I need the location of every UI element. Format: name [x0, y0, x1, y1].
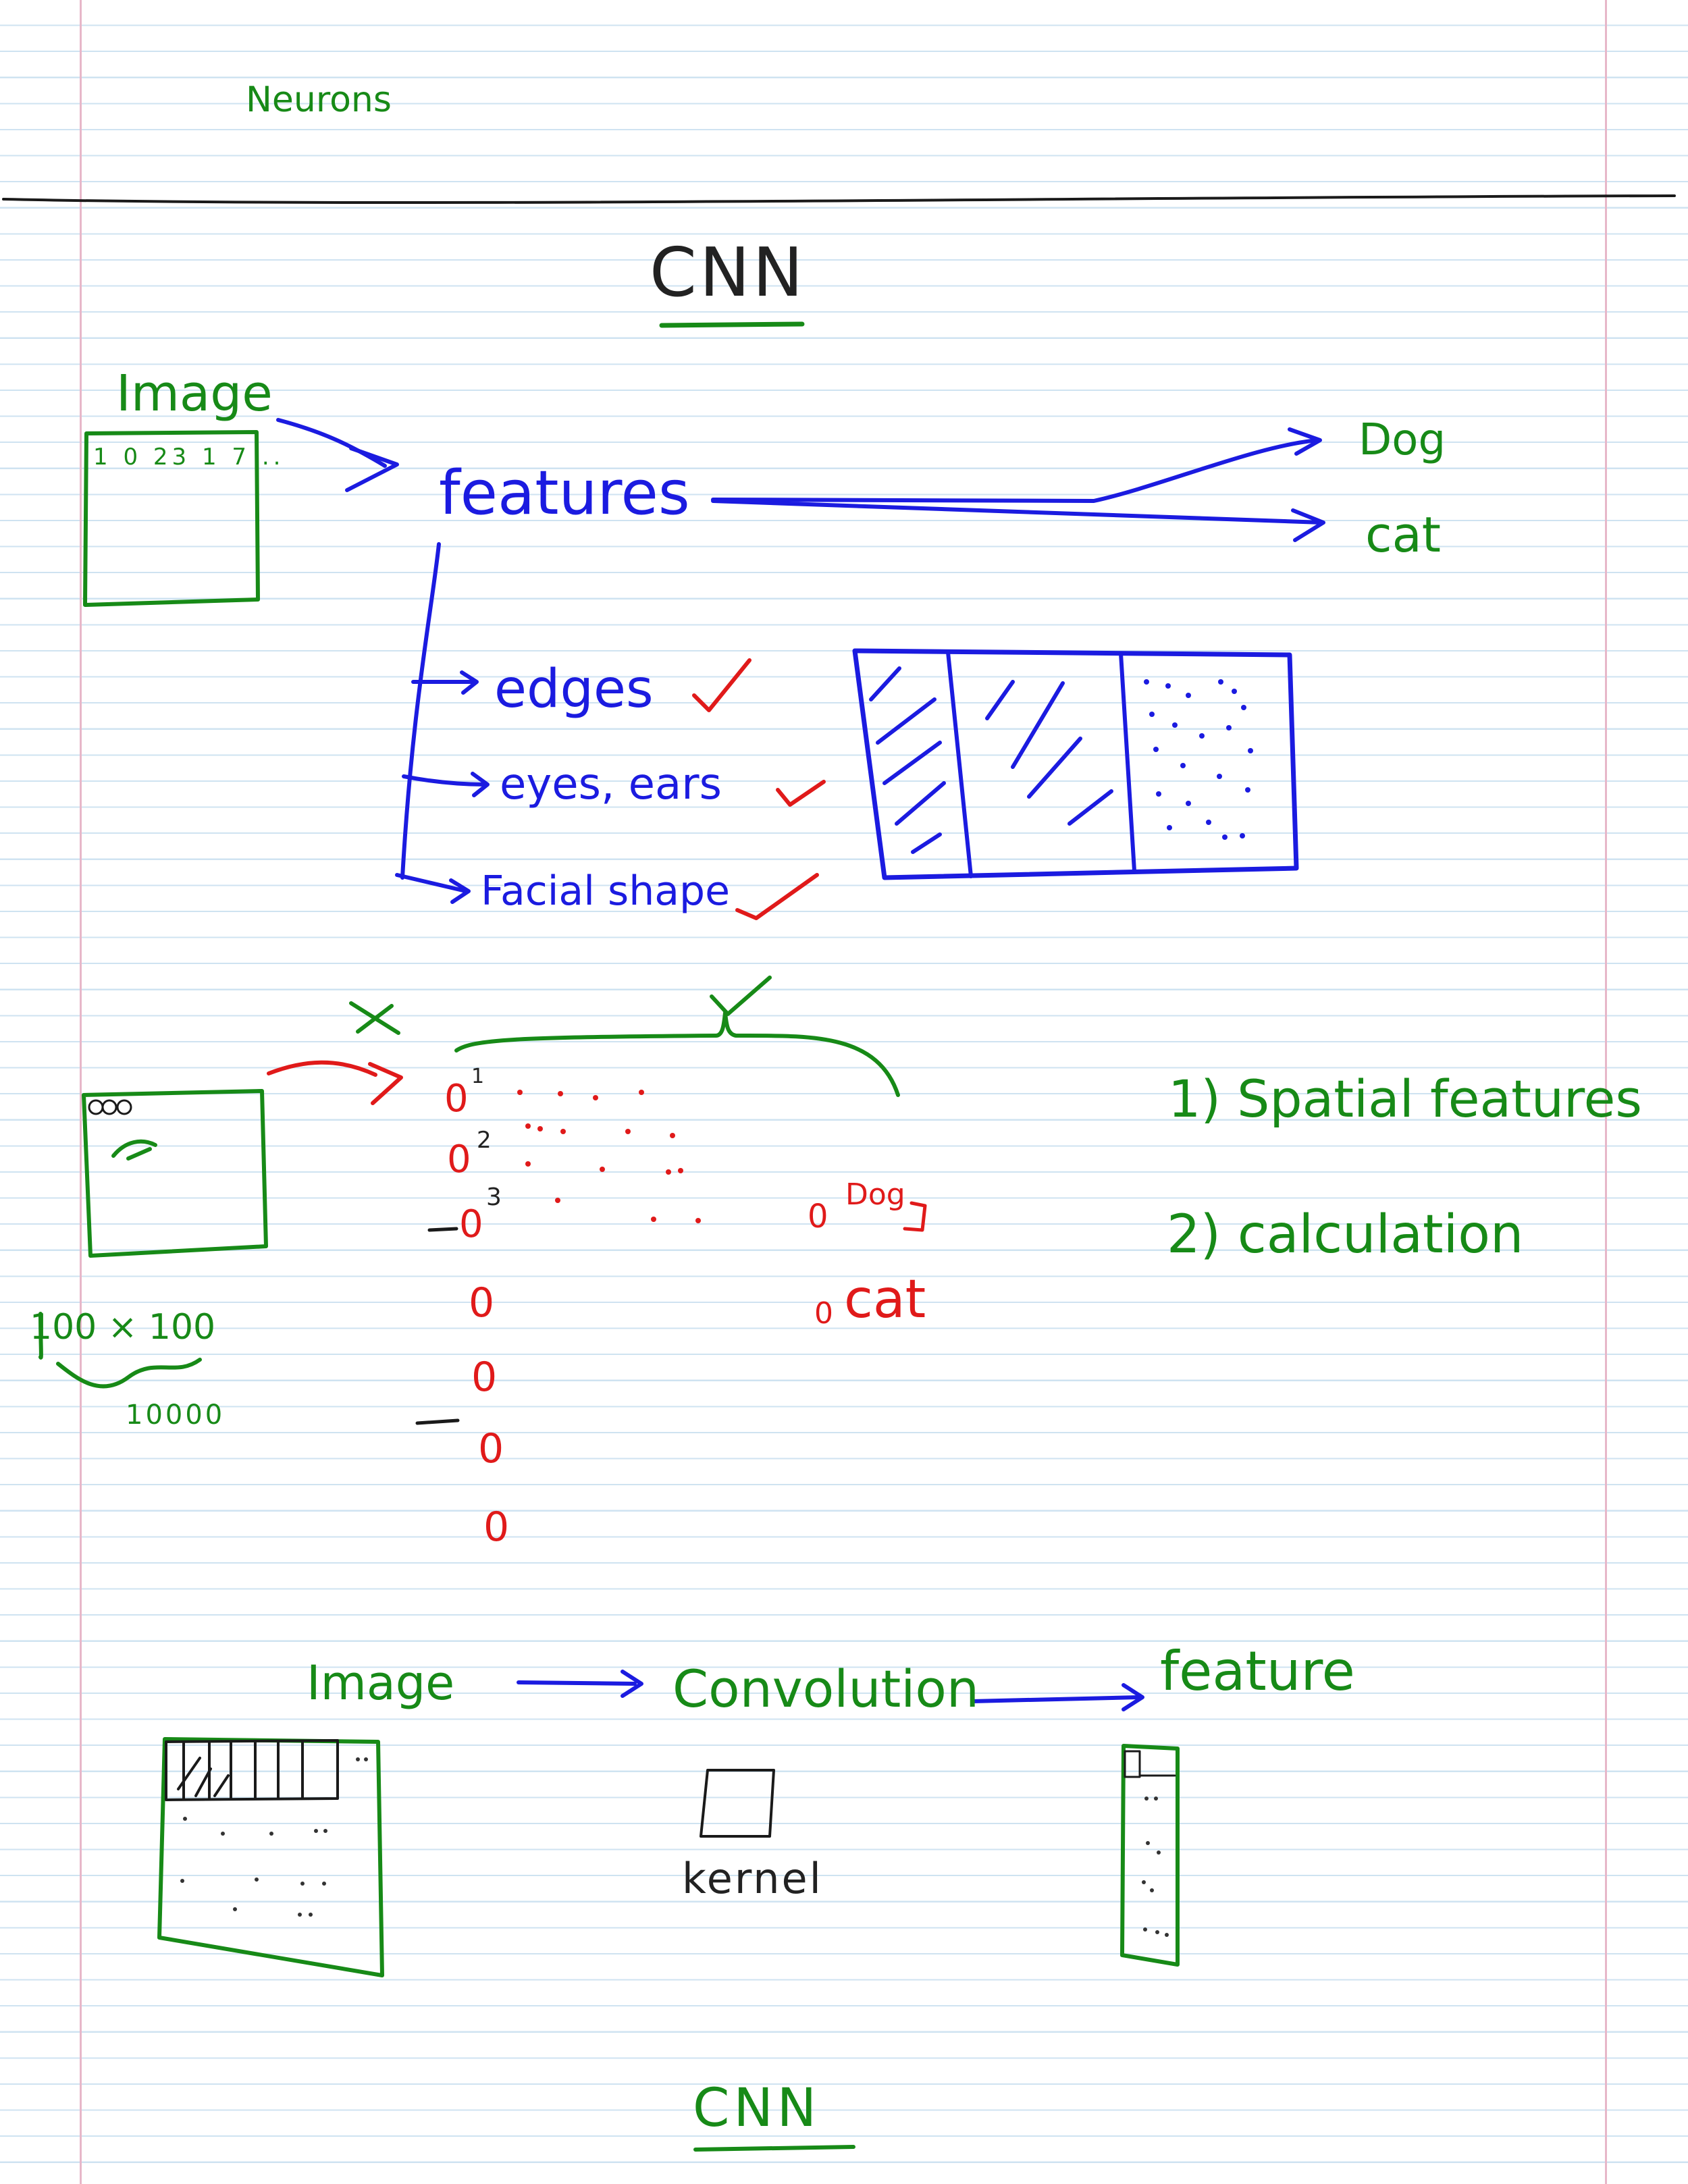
- right-margin-line: [1605, 0, 1607, 2184]
- feature-edges: edges: [494, 659, 654, 720]
- footer-title: CNN: [693, 2078, 821, 2139]
- feature-map-box: [1120, 1744, 1180, 1967]
- flow-convolution: Convolution: [672, 1659, 980, 1719]
- size-brace: [56, 1358, 202, 1389]
- bird-scribble: [111, 1139, 157, 1161]
- neuron-dots: [517, 1090, 701, 1223]
- image-box-values: 1 0 23 1 7 ..: [93, 444, 285, 471]
- neuron-number-3: 3: [486, 1183, 502, 1211]
- neuron-number-2: 2: [477, 1127, 492, 1154]
- neuron-1: 0: [444, 1077, 469, 1121]
- input-matrix-box: [157, 1737, 384, 1977]
- point-spatial-features: 1) Spatial features: [1168, 1069, 1642, 1129]
- arrow-dog-head: [1288, 427, 1322, 456]
- output-neuron-dog-glyph: 0: [808, 1198, 828, 1235]
- neuron-4: 0: [469, 1279, 495, 1327]
- left-margin-line: [80, 0, 82, 2184]
- panel-hatch-strokes: [869, 666, 1113, 854]
- neuron-3: 0: [459, 1202, 483, 1246]
- dash-mark-2: [415, 1418, 460, 1425]
- input-dots: [180, 1757, 368, 1917]
- flow-feature: feature: [1160, 1640, 1355, 1703]
- output-dog: Dog: [1359, 415, 1446, 465]
- branch-facial-head: [449, 878, 471, 904]
- flow-image: Image: [307, 1655, 455, 1711]
- mini-circles: [88, 1099, 132, 1115]
- features-label: features: [439, 458, 690, 529]
- dog-bracket: [903, 1201, 927, 1232]
- arrow-image-to-features-head: [345, 446, 399, 492]
- neuron-6: 0: [478, 1425, 504, 1472]
- point-calculation: 2) calculation: [1167, 1204, 1524, 1265]
- neuron-5: 0: [471, 1354, 498, 1401]
- input-window-strip: [165, 1739, 339, 1801]
- output-neuron-cat-glyph: 0: [814, 1296, 833, 1331]
- arrow-image-to-convolution: [517, 1680, 637, 1686]
- branch-eyes-head: [471, 772, 490, 797]
- check-facial: [735, 873, 819, 920]
- neuron-number-1: 1: [471, 1065, 485, 1088]
- arrow-features-to-cat: [711, 499, 1324, 525]
- feature-panel: [852, 648, 1299, 880]
- feature-eyes-ears: eyes, ears: [500, 760, 722, 809]
- feature-panel-divider-1: [946, 650, 973, 878]
- arrow-convolution-to-feature: [970, 1695, 1140, 1703]
- arrow-image-to-convolution-head: [621, 1670, 643, 1698]
- kernel-square: [700, 1769, 775, 1838]
- title-underline: [659, 321, 805, 328]
- cross-mark: [349, 1001, 400, 1035]
- arrow-image-to-features: [276, 418, 387, 468]
- output-neuron-cat-label: cat: [844, 1269, 926, 1330]
- output-cat: cat: [1365, 506, 1441, 563]
- check-eyes: [776, 780, 826, 807]
- output-neuron-dog-label: Dog: [845, 1177, 905, 1212]
- branch-edges-head: [460, 670, 479, 695]
- image-box: [83, 430, 260, 607]
- footer-underline: [693, 2145, 855, 2152]
- input-window-lines: [177, 1740, 304, 1800]
- feature-facial-shape: Facial shape: [481, 868, 730, 915]
- arrow-features-to-dog: [711, 438, 1320, 503]
- input-image-box: [82, 1089, 268, 1258]
- input-size-total: 10000: [126, 1400, 226, 1431]
- arrow-to-neurons: [267, 1060, 377, 1077]
- section-divider-line: [2, 194, 1676, 205]
- branch-eyes: [402, 774, 487, 787]
- top-note: Neurons: [246, 80, 392, 120]
- neuron-brace: [454, 1011, 900, 1097]
- neuron-2: 0: [447, 1138, 471, 1181]
- arrow-to-neurons-head: [368, 1062, 403, 1105]
- neuron-7: 0: [483, 1503, 510, 1551]
- panel-dots: [1144, 679, 1253, 840]
- feature-panel-divider-2: [1119, 651, 1136, 873]
- feature-map-window: [1124, 1750, 1141, 1778]
- image-label: Image: [116, 365, 273, 423]
- check-edges: [692, 658, 751, 712]
- input-size-label: 100 × 100: [30, 1307, 216, 1348]
- dash-mark-1: [427, 1227, 458, 1232]
- feature-tree-trunk: [400, 542, 441, 880]
- brace-tick: [710, 976, 772, 1016]
- arrow-cat-head: [1291, 508, 1325, 542]
- feature-map-dots: [1142, 1796, 1169, 1937]
- kernel-label: kernel: [682, 1854, 823, 1903]
- page-title: CNN: [650, 233, 806, 312]
- branch-facial: [395, 873, 468, 893]
- arrow-convolution-to-feature-head: [1122, 1683, 1144, 1711]
